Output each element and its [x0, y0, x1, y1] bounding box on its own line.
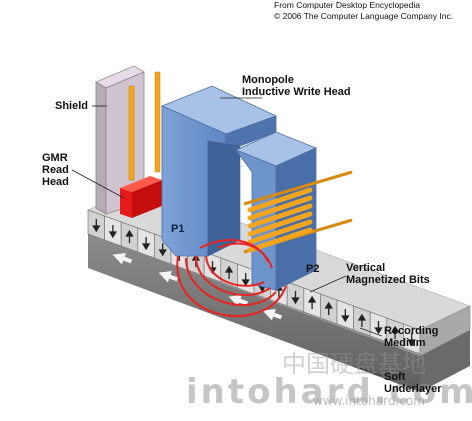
bit-arrow-down — [141, 237, 151, 251]
label-soft-underlayer: Soft Underlayer — [384, 371, 441, 395]
coil-wrap — [247, 211, 313, 237]
recording-medium-end — [419, 305, 471, 357]
credit-line-1: From Computer Desktop Encyclopedia — [274, 0, 420, 10]
label-gmr-read-head: GMR Read Head — [42, 152, 69, 188]
label-monopole-line-2: Inductive Write Head — [242, 86, 351, 98]
bit-arrow-down — [291, 291, 300, 305]
label-underlayer-line-2: Underlayer — [384, 383, 442, 395]
watermark-main: intohard.com — [186, 372, 472, 412]
bit-arrow-down — [341, 309, 350, 323]
field-line — [176, 255, 287, 318]
bit-arrow-up — [390, 325, 400, 339]
bit-arrow-up — [125, 229, 134, 243]
bit-arrow-down — [92, 219, 101, 233]
field-line — [205, 255, 265, 287]
label-bits-line-2: Magnetized Bits — [346, 274, 430, 286]
label-underlayer-line-1: Soft — [384, 371, 406, 383]
label-monopole-write-head: Monopole Inductive Write Head — [242, 74, 351, 98]
bit-arrow-up — [224, 265, 234, 279]
coil-wrap — [247, 187, 313, 213]
bit-arrow-down — [407, 333, 416, 347]
bit-arrow-up — [357, 313, 367, 327]
label-gmr-line-3: Head — [42, 176, 69, 188]
write-head-p2 — [234, 131, 318, 291]
watermark-chinese: 中国硬盘基地 — [282, 350, 426, 378]
label-recording-medium: Recording Medium — [384, 325, 438, 349]
magnetic-field-lines — [176, 239, 287, 318]
label-p2: P2 — [306, 263, 320, 275]
label-pointers — [71, 97, 383, 377]
label-vertical-magnetized-bits: Vertical Magnetized Bits — [346, 262, 430, 286]
credit-text: From Computer Desktop Encyclopedia © 200… — [274, 0, 453, 22]
label-p1: P1 — [171, 223, 185, 235]
bit-arrow-down — [241, 273, 250, 287]
field-line — [185, 257, 277, 306]
bit-arrow-up — [324, 301, 333, 315]
coil-wrap — [247, 195, 313, 221]
label-gmr-line-2: Read — [42, 164, 69, 176]
write-coil — [243, 170, 353, 254]
gmr-read-head — [120, 176, 162, 218]
credit-line-2: © 2006 The Computer Language Company Inc… — [274, 11, 454, 21]
field-line — [217, 242, 273, 269]
read-head-leads — [128, 71, 161, 181]
coil-wrap — [247, 203, 313, 229]
coil-wrap — [247, 219, 313, 245]
bit-arrow-up — [307, 295, 317, 309]
bit-arrow-down — [108, 225, 118, 239]
coil-wrap — [247, 227, 313, 253]
shield-block — [95, 65, 145, 215]
bit-arrow-down — [374, 321, 383, 335]
underlayer-flux-arrows — [112, 253, 283, 321]
bit-arrow-down — [158, 243, 167, 257]
watermark-small: www.intohard.com — [313, 394, 425, 408]
label-shield: Shield — [55, 100, 89, 112]
label-bits-line-1: Vertical — [346, 262, 386, 274]
label-monopole-line-1: Monopole — [242, 74, 294, 86]
label-medium-line-1: Recording — [384, 325, 439, 337]
label-gmr-line-1: GMR — [42, 152, 68, 164]
field-line — [195, 255, 271, 297]
label-medium-line-2: Medium — [384, 337, 426, 349]
